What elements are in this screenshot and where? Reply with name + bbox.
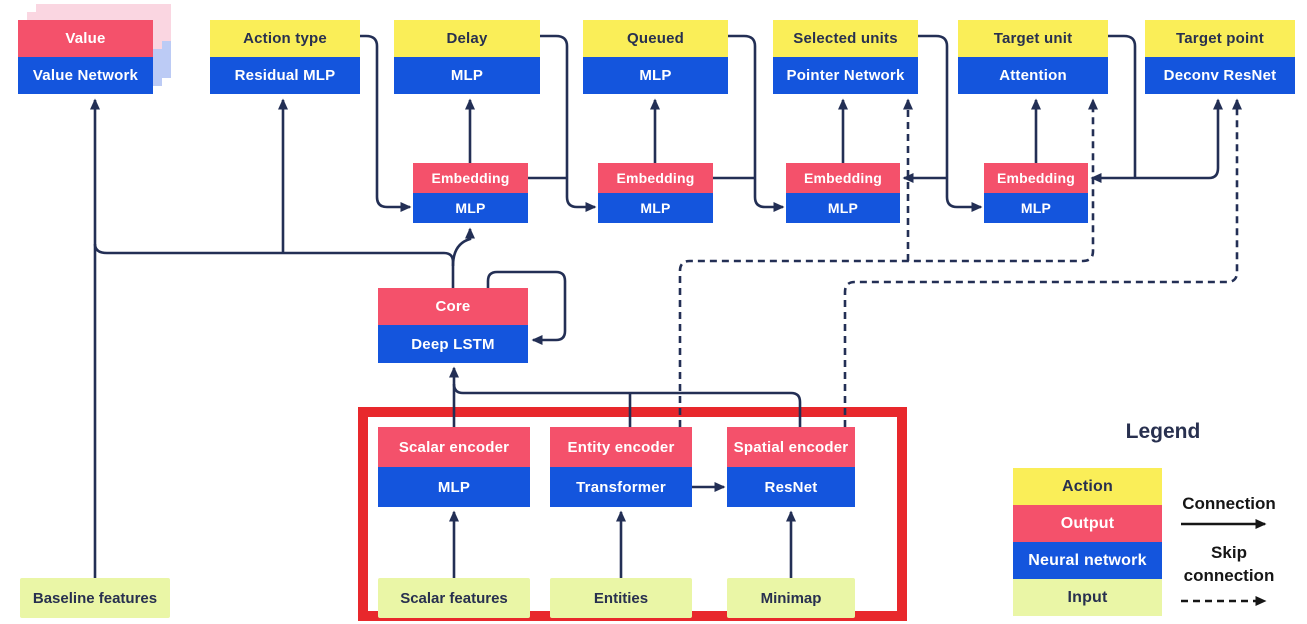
legend-connection-label: Connection: [1182, 494, 1276, 513]
embedding4-label: Embedding: [984, 163, 1088, 193]
node-target-point: Target point Deconv ResNet: [1145, 20, 1295, 94]
attention-label: Attention: [958, 57, 1108, 94]
queued-label: Queued: [583, 20, 728, 57]
legend-title: Legend: [1125, 420, 1201, 443]
legend-action-swatch: Action: [1013, 468, 1162, 505]
node-queued: Queued MLP: [583, 20, 728, 94]
input-baseline-features: Baseline features: [20, 578, 170, 618]
connection-target-unit-to-deconv-resnet: [1135, 98, 1223, 180]
spatial-encoder-label: Spatial encoder: [727, 427, 855, 467]
embedding1-mlp-label: MLP: [413, 193, 528, 223]
embedding2-mlp-label: MLP: [598, 193, 713, 223]
node-scalar-encoder: Scalar encoder MLP: [378, 427, 530, 507]
embedding1-label: Embedding: [413, 163, 528, 193]
node-embedding-3: Embedding MLP: [786, 163, 900, 223]
node-embedding-4: Embedding MLP: [984, 163, 1088, 223]
pointer-network-label: Pointer Network: [773, 57, 918, 94]
skip-spatial-encoder-to-deconv-resnet: [843, 98, 1242, 427]
delay-mlp-label: MLP: [394, 57, 540, 94]
connection-target-unit-down: [1108, 34, 1137, 178]
action-type-label: Action type: [210, 20, 360, 57]
deconv-resnet-label: Deconv ResNet: [1145, 57, 1295, 94]
input-minimap: Minimap: [727, 578, 855, 618]
node-entity-encoder: Entity encoder Transformer: [550, 427, 692, 507]
target-point-label: Target point: [1145, 20, 1295, 57]
node-value: Value Value Network: [18, 20, 153, 94]
node-target-unit: Target unit Attention: [958, 20, 1108, 94]
delay-label: Delay: [394, 20, 540, 57]
legend-input-swatch: Input: [1013, 579, 1162, 616]
node-delay: Delay MLP: [394, 20, 540, 94]
skip-entity-encoder-to-attention: [678, 98, 1098, 427]
legend-output-swatch: Output: [1013, 505, 1162, 542]
legend-swatches: Action Output Neural network Input: [1013, 468, 1162, 616]
embedding3-mlp-label: MLP: [786, 193, 900, 223]
selected-units-label: Selected units: [773, 20, 918, 57]
residual-mlp-label: Residual MLP: [210, 57, 360, 94]
transformer-label: Transformer: [550, 467, 692, 507]
node-core: Core Deep LSTM: [378, 288, 528, 363]
queued-mlp-label: MLP: [583, 57, 728, 94]
legend-skip-connection-label: Skip connection: [1183, 543, 1275, 585]
node-action-type: Action type Residual MLP: [210, 20, 360, 94]
deep-lstm-label: Deep LSTM: [378, 325, 528, 363]
scalar-encoder-mlp-label: MLP: [378, 467, 530, 507]
input-scalar-features: Scalar features: [378, 578, 530, 618]
value-output-label: Value: [18, 20, 153, 57]
connection-core-to-embedding1: [451, 227, 475, 267]
node-embedding-1: Embedding MLP: [413, 163, 528, 223]
connection-core-output-left: [93, 243, 455, 288]
core-label: Core: [378, 288, 528, 325]
node-selected-units: Selected units Pointer Network: [773, 20, 918, 94]
node-spatial-encoder: Spatial encoder ResNet: [727, 427, 855, 507]
scalar-encoder-label: Scalar encoder: [378, 427, 530, 467]
resnet-label: ResNet: [727, 467, 855, 507]
embedding3-label: Embedding: [786, 163, 900, 193]
input-entities: Entities: [550, 578, 692, 618]
legend-neural-network-swatch: Neural network: [1013, 542, 1162, 579]
entity-encoder-label: Entity encoder: [550, 427, 692, 467]
node-embedding-2: Embedding MLP: [598, 163, 713, 223]
value-network-label: Value Network: [18, 57, 153, 94]
target-unit-label: Target unit: [958, 20, 1108, 57]
embedding4-mlp-label: MLP: [984, 193, 1088, 223]
embedding2-label: Embedding: [598, 163, 713, 193]
